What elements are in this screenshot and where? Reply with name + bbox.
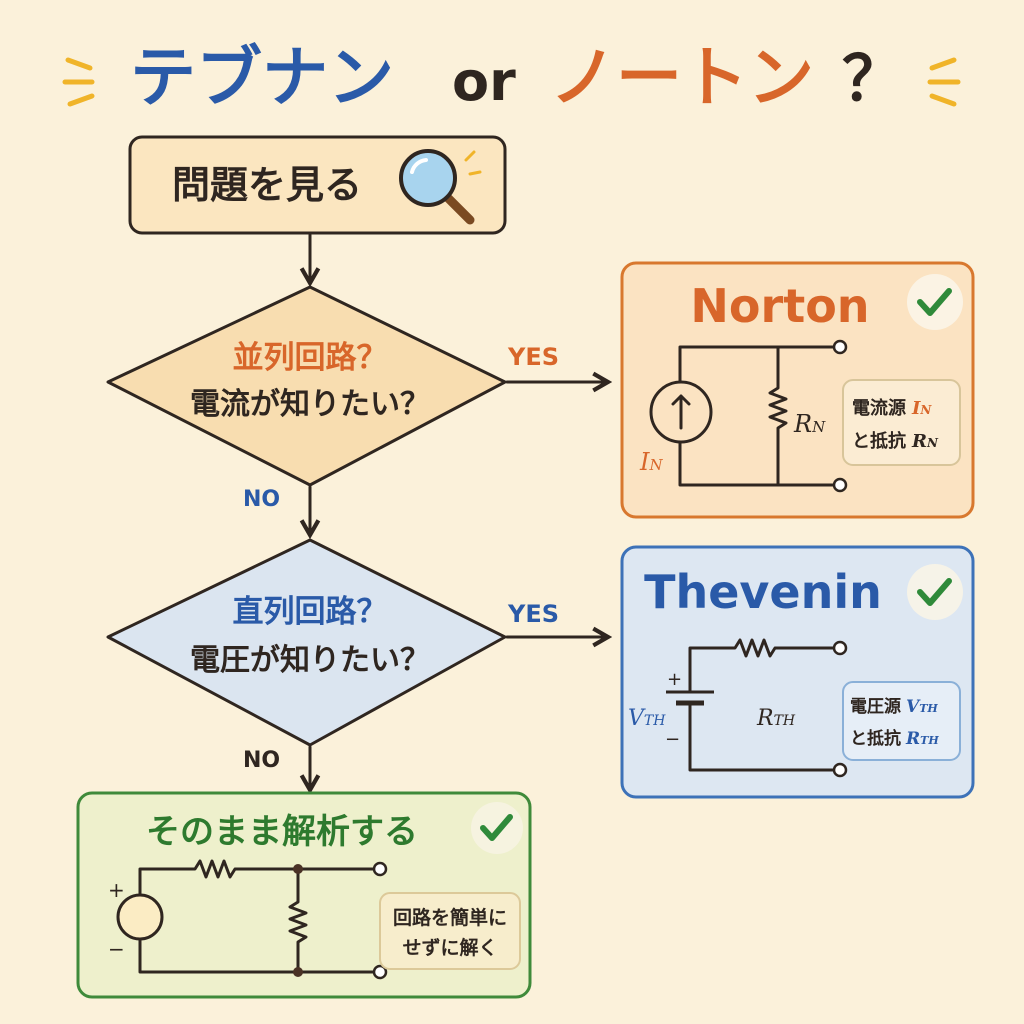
direct-note: 回路を簡単に せずに解く — [379, 892, 521, 970]
title-thevenin: テブナン — [130, 39, 394, 116]
check-icon — [471, 802, 523, 854]
minus-label: − — [108, 937, 125, 961]
svg-text:せずに解く: せずに解く — [402, 936, 497, 959]
check-icon — [907, 274, 963, 330]
svg-text:回路を簡単に: 回路を簡単に — [393, 906, 507, 929]
sparkle-right-icon — [927, 57, 961, 107]
thevenin-circuit: + − VTH RTH — [628, 638, 848, 778]
decision1-question: 並列回路？ — [233, 340, 388, 376]
decision-parallel: 並列回路？ 電流が知りたい？ — [106, 285, 507, 487]
direct-title: そのまま解析する — [146, 812, 418, 852]
thevenin-resistor-label: RTH — [756, 706, 796, 731]
minus-label: − — [665, 729, 680, 750]
voltage-source-icon — [116, 893, 164, 941]
decision-series: 直列回路？ 電圧が知りたい？ — [106, 538, 507, 747]
start-label: 問題を見る — [172, 163, 362, 207]
decision2-subquestion: 電圧が知りたい？ — [190, 643, 430, 678]
norton-resistor-label: RN — [793, 410, 826, 438]
thevenin-source-label: VTH — [628, 706, 666, 731]
decision1-yes-label: YES — [507, 343, 559, 371]
sparkle-left-icon — [62, 57, 95, 107]
title-question: ？ — [842, 42, 904, 115]
norton-circuit: RN IN — [639, 339, 848, 493]
decision1-no-label: NO — [243, 487, 280, 512]
decision2-question: 直列回路？ — [233, 594, 388, 630]
plus-label: + — [667, 669, 682, 690]
start-box: 問題を見る — [128, 135, 507, 235]
decision1-subquestion: 電流が知りたい？ — [190, 387, 430, 422]
thevenin-title: Thevenin — [644, 565, 882, 619]
direct-circuit: + − — [108, 859, 388, 980]
decision2-yes-label: YES — [507, 600, 559, 628]
title-or: or — [452, 50, 516, 113]
decision2-no-label: NO — [243, 748, 280, 773]
check-icon — [907, 564, 963, 620]
norton-title: Norton — [690, 279, 869, 333]
direct-analysis-box: そのまま解析する + − 回路を簡単に せずに解く — [76, 791, 532, 999]
norton-source-label: IN — [639, 448, 663, 476]
title-norton: ノートン — [550, 39, 814, 116]
title: テブナン or ノートン ？ — [62, 39, 961, 116]
magnifier-icon — [399, 149, 482, 225]
plus-label: + — [108, 878, 125, 902]
